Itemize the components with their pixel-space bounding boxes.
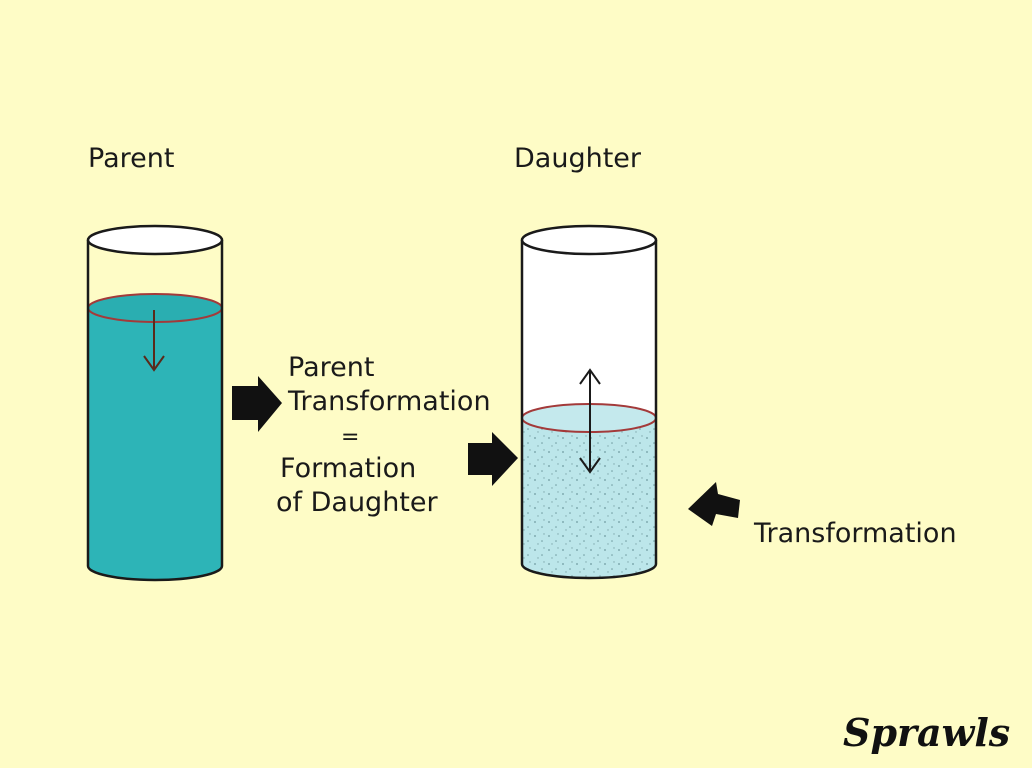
daughter-cylinder: [520, 224, 658, 580]
daughter-label: Daughter: [514, 143, 642, 174]
parent-cylinder-top: [86, 224, 224, 256]
transformation-label: Transformation: [753, 518, 957, 549]
down-arrow-icon: [143, 310, 165, 372]
left-arrow-icon: [688, 482, 740, 526]
parent-label: Parent: [88, 143, 174, 174]
up-down-arrow-icon: [579, 368, 601, 474]
middle-text-line-3: =: [341, 425, 359, 450]
parent-cylinder: [86, 224, 224, 582]
middle-text-line-5: of Daughter: [276, 487, 439, 518]
right-arrow-icon: [468, 432, 518, 486]
middle-text-line-1: Parent: [288, 352, 374, 383]
middle-text-line-2: Transformation: [287, 386, 491, 417]
parent-liquid: [88, 294, 222, 580]
right-arrow-icon: [232, 376, 282, 432]
daughter-cylinder-top: [520, 224, 658, 256]
middle-text-line-4: Formation: [280, 453, 416, 484]
signature: Sprawls: [843, 710, 1010, 755]
